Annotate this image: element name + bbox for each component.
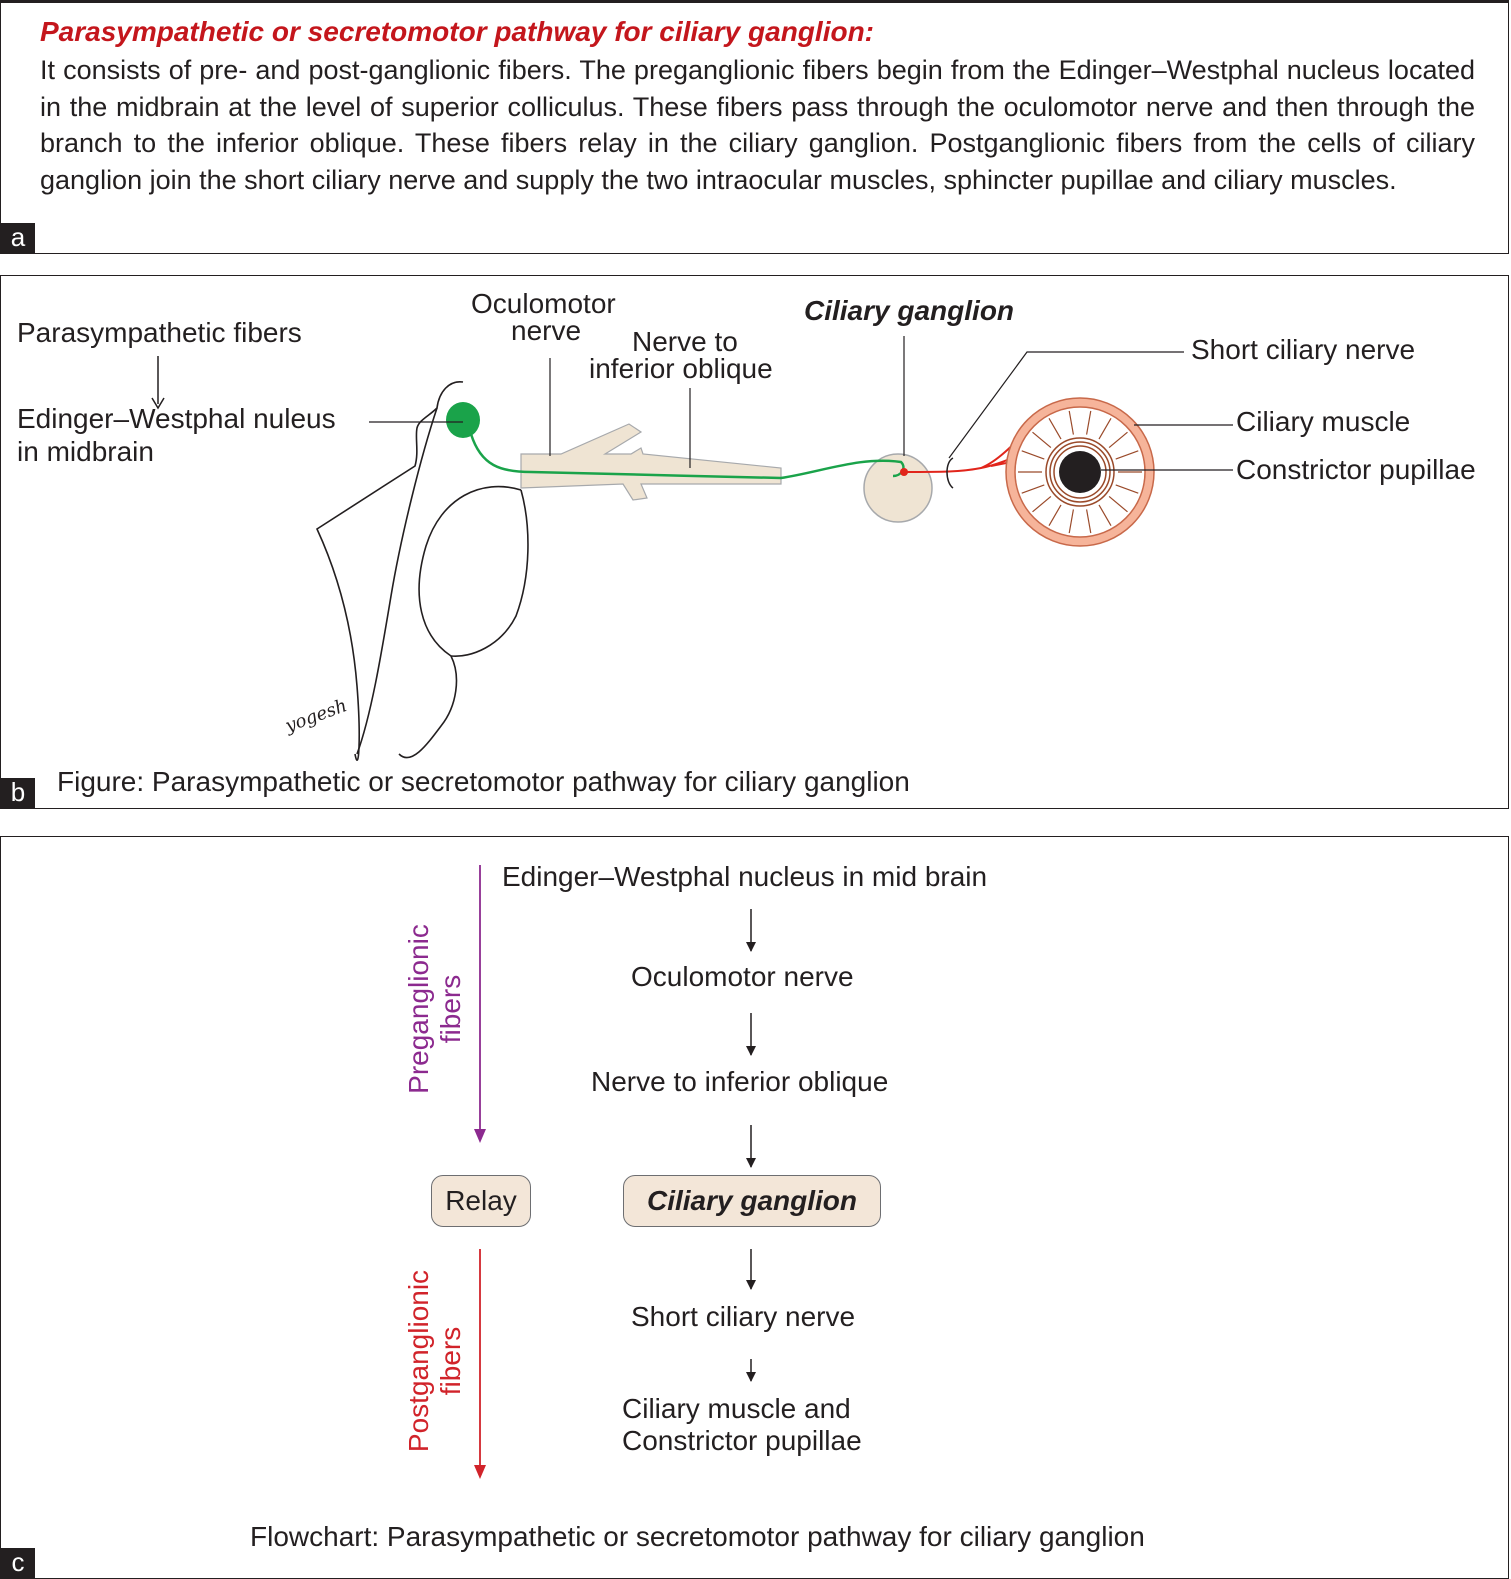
brainstem-edge: [356, 407, 438, 755]
step-ciliary-ganglion: Ciliary ganglion: [623, 1175, 881, 1227]
step-arrowhead: [746, 942, 756, 952]
ciliary-ray: [1068, 509, 1074, 534]
ciliary-ray: [1115, 484, 1139, 494]
ciliary-ray: [1108, 431, 1128, 449]
preganglionic-label-line2: fibers: [435, 974, 466, 1044]
ciliary-ray: [1032, 495, 1052, 513]
label-ciliary-ganglion: Ciliary ganglion: [804, 295, 1015, 326]
label-ciliary-muscle: Ciliary muscle: [1236, 406, 1411, 437]
label-oculomotor-line2: nerve: [511, 315, 582, 346]
ciliary-ray: [1086, 410, 1092, 435]
panel-b-caption: Figure: Parasympathetic or secretomotor …: [57, 766, 910, 797]
panel-c-tag: c: [1, 1548, 35, 1578]
step-arrows: [746, 909, 756, 1382]
sphincter-ring-1: [1045, 437, 1115, 507]
step-arrowhead: [746, 1280, 756, 1290]
panel-a-body: It consists of pre- and post-ganglionic …: [40, 55, 1475, 195]
panel-c: Edinger–Westphal nucleus in mid brain Oc…: [0, 836, 1509, 1579]
ciliary-ganglion: [863, 453, 933, 523]
label-parasympathetic: Parasympathetic fibers: [17, 317, 302, 348]
step-arrowhead: [746, 1046, 756, 1056]
ciliary-ray: [1115, 450, 1139, 460]
postganglionic-label: Postganglionic fibers: [403, 1261, 467, 1461]
sphincter-ring-2: [1049, 441, 1111, 503]
sphincter-ring-3: [1053, 445, 1107, 499]
label-ew-line2: in midbrain: [17, 436, 154, 467]
preganglionic-arrowhead: [474, 1129, 486, 1143]
ciliary-ray: [1021, 484, 1045, 494]
signature: yogesh: [282, 695, 350, 737]
preganglionic-label: Preganglionic fibers: [403, 909, 467, 1109]
panel-c-caption: Flowchart: Parasympathetic or secretomot…: [250, 1521, 1145, 1552]
label-oculomotor-line1: Oculomotor: [471, 288, 616, 319]
flowchart-arrows: [474, 865, 756, 1479]
oculomotor-nerve: [520, 423, 782, 501]
panel-b-tag: b: [1, 778, 35, 808]
pupil: [1059, 451, 1101, 493]
ciliary-ray: [1021, 450, 1045, 460]
brainstem-outline: [315, 381, 464, 761]
ciliary-ray: [1048, 504, 1062, 526]
ciliary-ray: [1108, 495, 1128, 513]
preganglionic-label-line1: Preganglionic: [403, 924, 434, 1094]
label-short-ciliary: Short ciliary nerve: [1191, 334, 1416, 365]
ciliary-ray: [1068, 410, 1074, 435]
pathway-illustration: yogesh: [151, 336, 1233, 761]
relay-box: Relay: [431, 1175, 531, 1227]
ciliary-ray: [1048, 418, 1062, 440]
step-nerve-to-inferior-oblique: Nerve to inferior oblique: [591, 1066, 889, 1097]
ciliary-ray: [1086, 509, 1092, 534]
preganglionic-fiber: [469, 433, 905, 480]
step-arrowhead: [746, 1158, 756, 1168]
step-short-ciliary: Short ciliary nerve: [631, 1301, 856, 1332]
arrowhead-parasympathetic: [151, 397, 165, 410]
ciliary-muscle-rays: [1018, 410, 1142, 534]
label-constrictor: Constrictor pupillae: [1236, 454, 1476, 485]
ciliary-ray: [1098, 418, 1112, 440]
short-ciliary-nerve-loop: [946, 457, 954, 489]
midbrain-lobe: [398, 485, 522, 759]
postganglionic-label-line2: fibers: [435, 1326, 466, 1396]
ciliary-ray: [1032, 431, 1052, 449]
step-target-line2: Constrictor pupillae: [622, 1425, 862, 1456]
postganglionic-arrowhead: [474, 1465, 486, 1479]
step-target-line1: Ciliary muscle and: [622, 1393, 851, 1424]
panel-b: yogesh Parasympathetic fibers Eding: [0, 275, 1509, 809]
label-nerve-to-line1: Nerve to: [632, 326, 738, 357]
ciliary-ray: [1098, 504, 1112, 526]
label-ew-line1: Edinger–Westphal nuleus: [17, 403, 336, 434]
step-arrowhead: [746, 1372, 756, 1382]
midbrain-lobe-inner: [450, 489, 529, 657]
label-nerve-to-line2: inferior oblique: [589, 353, 773, 384]
step-ew-nucleus: Edinger–Westphal nucleus in mid brain: [502, 861, 988, 892]
leader-short-ciliary: [948, 351, 1184, 459]
postganglionic-label-line1: Postganglionic: [403, 1269, 434, 1453]
step-oculomotor: Oculomotor nerve: [631, 961, 854, 992]
panel-a-title: Parasympathetic or secretomotor pathway …: [40, 16, 874, 47]
panel-a: Parasympathetic or secretomotor pathway …: [0, 0, 1509, 254]
ew-nucleus: [446, 402, 480, 438]
panel-a-tag: a: [1, 223, 35, 253]
